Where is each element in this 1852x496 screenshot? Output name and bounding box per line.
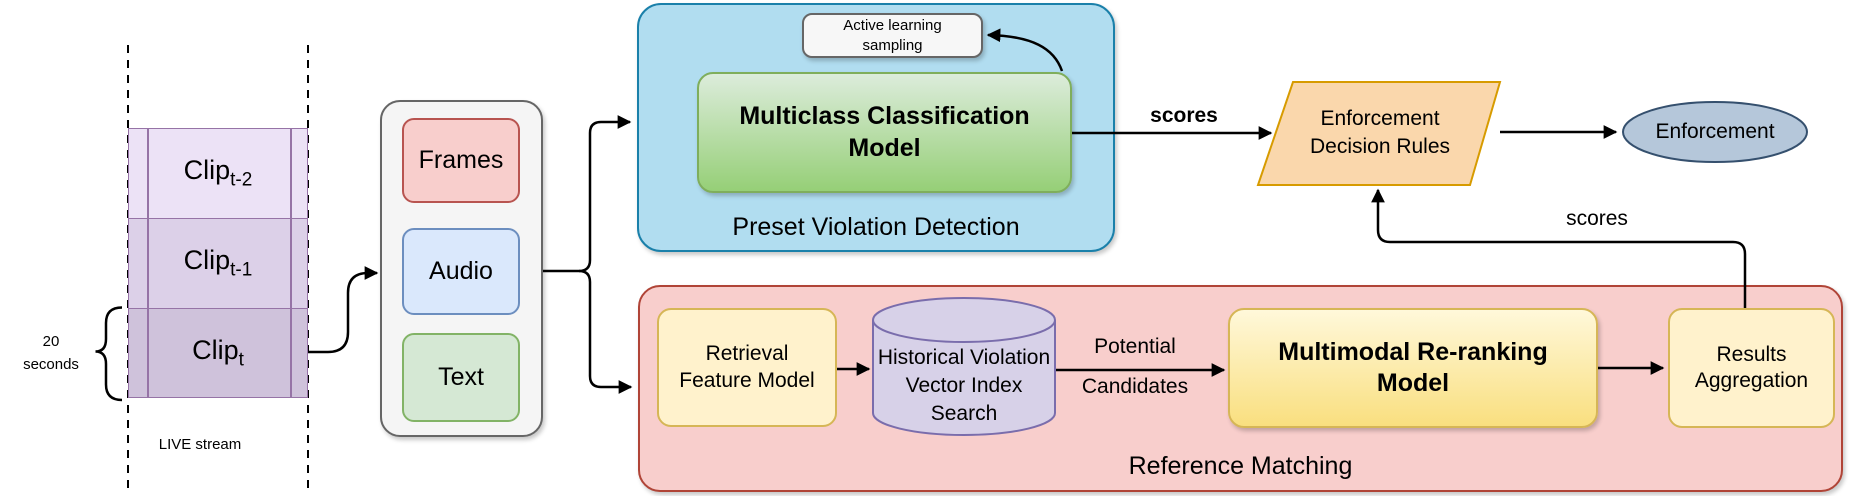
- multimodal-reranking-model-box: Multimodal Re-ranking Model: [1228, 308, 1598, 428]
- clip-row-t-1: Clipt-1: [128, 218, 308, 309]
- duration-value: 20: [42, 332, 60, 350]
- clip-margin-line: [290, 128, 292, 219]
- clip-label: Clipt: [192, 334, 244, 371]
- live-stream-label: LIVE stream: [158, 436, 242, 454]
- active-learning-line2: sampling: [862, 36, 923, 54]
- frames-box: Frames: [402, 118, 520, 203]
- scores-bottom-label: scores: [1566, 206, 1628, 230]
- clip-label: Clipt-2: [183, 155, 253, 191]
- multiclass-classification-model-box: Multiclass Classification Model: [697, 72, 1072, 193]
- arrow-split-to-preset-detection: [578, 115, 632, 273]
- arrow-aggregation-scores-to-decision-rules: [1371, 188, 1747, 308]
- enforcement-decision-rules-label: Enforcement Decision Rules: [1309, 107, 1451, 158]
- active-learning-line1: Active learning: [843, 17, 942, 34]
- clip-margin-line: [147, 308, 149, 398]
- clip-margin-line: [290, 308, 292, 398]
- scores-top-label: scores: [1150, 103, 1218, 127]
- clip-label: Clipt-1: [183, 245, 253, 281]
- clip-margin-line: [147, 128, 149, 219]
- text-box: Text: [402, 333, 520, 422]
- audio-box: Audio: [402, 228, 520, 315]
- retrieval-feature-model-box: Retrieval Feature Model: [657, 308, 837, 427]
- potential-candidates-line2: Candidates: [1081, 374, 1189, 398]
- decision-rules-parallelogram: [1256, 81, 1502, 186]
- duration-unit: seconds: [23, 356, 79, 373]
- results-aggregation-box: Results Aggregation: [1668, 308, 1835, 428]
- historical-index-label: Historical Violation Vector Index Search: [877, 346, 1051, 425]
- clip-row-t-2: Clipt-2: [128, 128, 308, 219]
- clip-margin-line: [147, 218, 149, 309]
- arrow-split-to-reference-matching: [578, 269, 633, 394]
- preset-violation-detection-title: Preset Violation Detection: [732, 213, 1020, 242]
- clip-row-t: Clipt: [128, 308, 308, 398]
- arrow-clip-to-modalities: [308, 266, 379, 354]
- clip-margin-line: [290, 218, 292, 309]
- reference-matching-title: Reference Matching: [1128, 452, 1353, 481]
- duration-brace: [95, 306, 123, 402]
- duration-label: 20 seconds: [12, 329, 90, 377]
- active-learning-sampling-box: Active learning sampling: [802, 13, 983, 58]
- historical-index-cylinder: [872, 297, 1056, 436]
- enforcement-label: Enforcement: [1655, 120, 1775, 144]
- arrow-model-to-active-learning: [986, 28, 1064, 72]
- potential-candidates-line1: Potential: [1094, 334, 1176, 358]
- enforcement-ellipse: [1622, 101, 1808, 163]
